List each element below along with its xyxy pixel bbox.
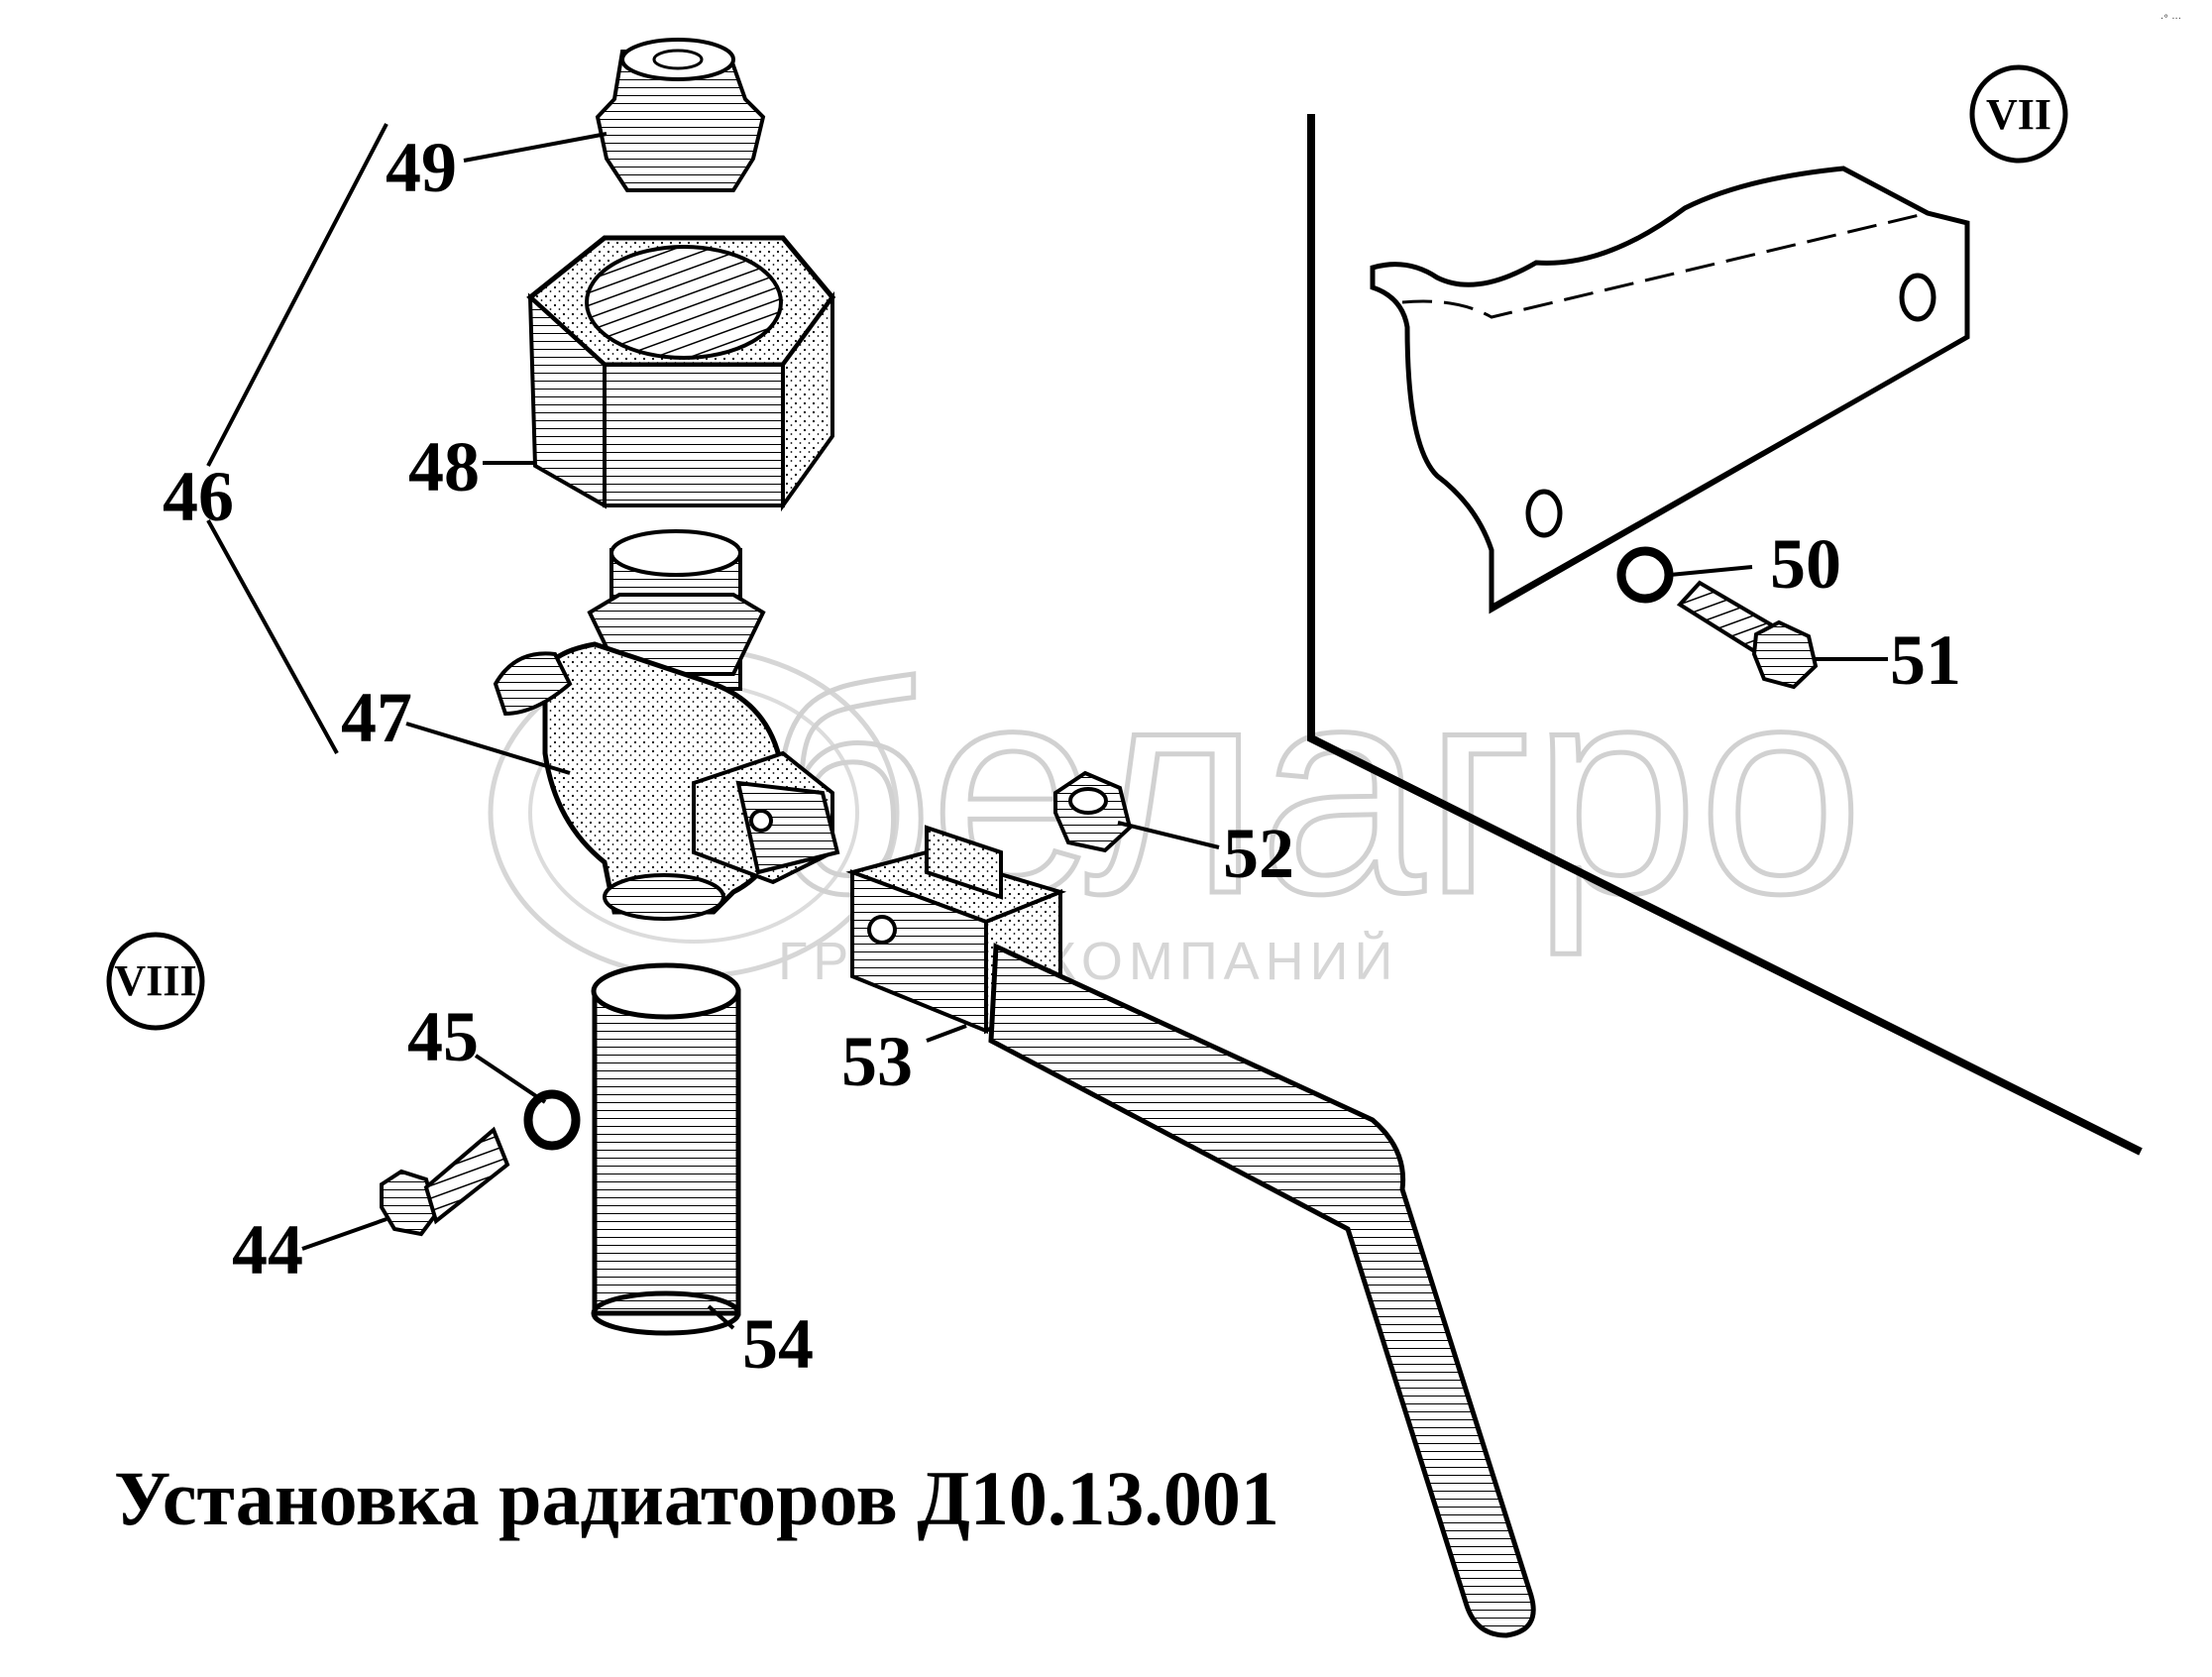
label-part-51: 51 xyxy=(1890,620,1961,700)
label-part-44: 44 xyxy=(232,1210,303,1289)
label-part-53: 53 xyxy=(841,1022,913,1101)
view-marker-viii: VIII xyxy=(106,932,205,1031)
label-part-49: 49 xyxy=(386,128,457,207)
label-part-54: 54 xyxy=(742,1304,814,1384)
part-47-tap-body xyxy=(493,529,840,921)
part-45-washer xyxy=(523,1089,581,1151)
frame-line xyxy=(1307,114,2143,1156)
bracket-vii xyxy=(1370,166,1970,615)
part-51-bolt xyxy=(1676,580,1819,690)
part-49-cone xyxy=(595,38,766,192)
part-50-washer xyxy=(1616,546,1674,604)
part-52-nut xyxy=(1053,770,1133,853)
label-part-50: 50 xyxy=(1770,524,1841,604)
label-part-52: 52 xyxy=(1223,814,1294,893)
view-label-viii: VIII xyxy=(114,956,196,1005)
corner-mark: ·° ··· xyxy=(2160,14,2181,25)
leader-lines xyxy=(206,123,1888,1330)
label-part-48: 48 xyxy=(408,427,480,506)
label-part-46: 46 xyxy=(163,457,234,536)
label-part-45: 45 xyxy=(407,997,479,1076)
handle-rod xyxy=(988,943,1536,1638)
label-part-47: 47 xyxy=(341,678,412,757)
part-44-bolt xyxy=(380,1126,510,1237)
part-54-tube xyxy=(591,962,741,1336)
part-48-hex-nut xyxy=(526,235,836,512)
diagram-title: Установка радиаторов Д10.13.001 xyxy=(114,1455,1279,1541)
view-marker-vii: VII xyxy=(1969,64,2068,164)
view-label-vii: VII xyxy=(1986,90,2051,139)
